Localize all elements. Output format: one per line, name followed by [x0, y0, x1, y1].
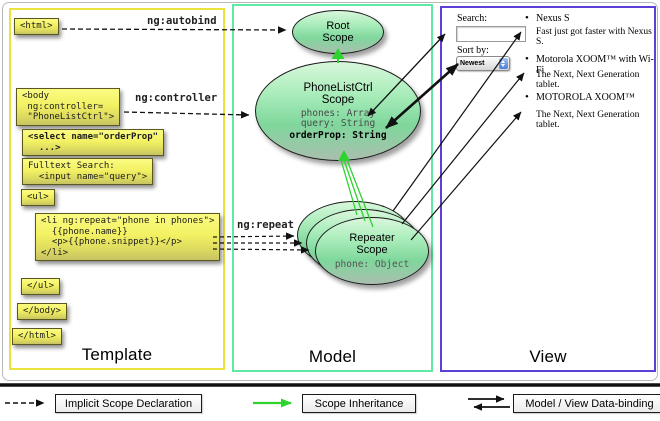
phone-item-title: Nexus S: [525, 12, 570, 24]
code-select: <select name="orderProp" ...>: [22, 129, 165, 156]
phonelistctrl-scope-props: phones: Array query: String: [300, 107, 376, 129]
model-panel: Model: [232, 4, 433, 372]
code-html-open: <html>: [14, 18, 59, 35]
root-scope-ellipse: Root Scope: [292, 10, 384, 54]
code-html-close: </html>: [12, 328, 62, 345]
view-label: View: [529, 347, 567, 366]
phonelistctrl-orderprop: orderProp: String: [289, 129, 387, 141]
ng-repeat-label: ng:repeat: [237, 219, 294, 231]
root-scope-title: Root Scope: [322, 19, 354, 45]
repeater-scope-prop: phone: Object: [334, 258, 410, 270]
phonelistctrl-scope-title: PhoneListCtrl Scope: [303, 81, 373, 107]
model-label: Model: [308, 347, 357, 366]
template-label: Template: [81, 345, 153, 364]
phonelistctrl-scope-ellipse: PhoneListCtrl Scope phones: Array query:…: [255, 61, 421, 161]
code-ul-open: <ul>: [21, 189, 55, 206]
repeater-scope-ellipse-front: Repeater Scope phone: Object: [315, 217, 429, 285]
search-input[interactable]: [456, 26, 526, 42]
phone-item-title: Motorola XOOM™ with Wi-Fi: [525, 53, 660, 76]
code-li-repeat: <li ng:repeat="phone in phones"> {{phone…: [35, 213, 221, 261]
phone-item-desc: The Next, Next Generation tablet.: [536, 70, 640, 90]
legend-scope-inheritance: Scope Inheritance: [302, 394, 416, 413]
dropdown-stepper-icon: [499, 58, 508, 69]
ng-controller-label: ng:controller: [135, 92, 218, 104]
legend-model-view-data-binding: Model / View Data-binding: [513, 394, 660, 413]
repeater-scope-title: Repeater Scope: [349, 231, 395, 257]
sort-dropdown[interactable]: Newest: [456, 56, 510, 71]
legend-implicit-scope-declaration: Implicit Scope Declaration: [55, 394, 202, 413]
code-body-close: </body>: [17, 303, 67, 320]
diagram-outer-frame: [2, 2, 658, 381]
code-ul-close: </ul>: [21, 278, 61, 295]
sort-by-label: Sort by:: [457, 45, 489, 56]
phone-item-title: MOTOROLA XOOM™: [525, 91, 635, 103]
ng-autobind-label: ng:autobind: [147, 15, 217, 27]
phone-item-desc: The Next, Next Generation tablet.: [536, 110, 640, 130]
phone-item-desc: Fast just got faster with Nexus S.: [536, 27, 652, 47]
sort-dropdown-value: Newest: [460, 60, 485, 67]
search-label: Search:: [457, 13, 487, 24]
code-fulltext-search: Fulltext Search: <input name="query">: [22, 158, 154, 185]
code-body-open: <body ng:controller= "PhoneListCtrl">: [16, 88, 121, 126]
